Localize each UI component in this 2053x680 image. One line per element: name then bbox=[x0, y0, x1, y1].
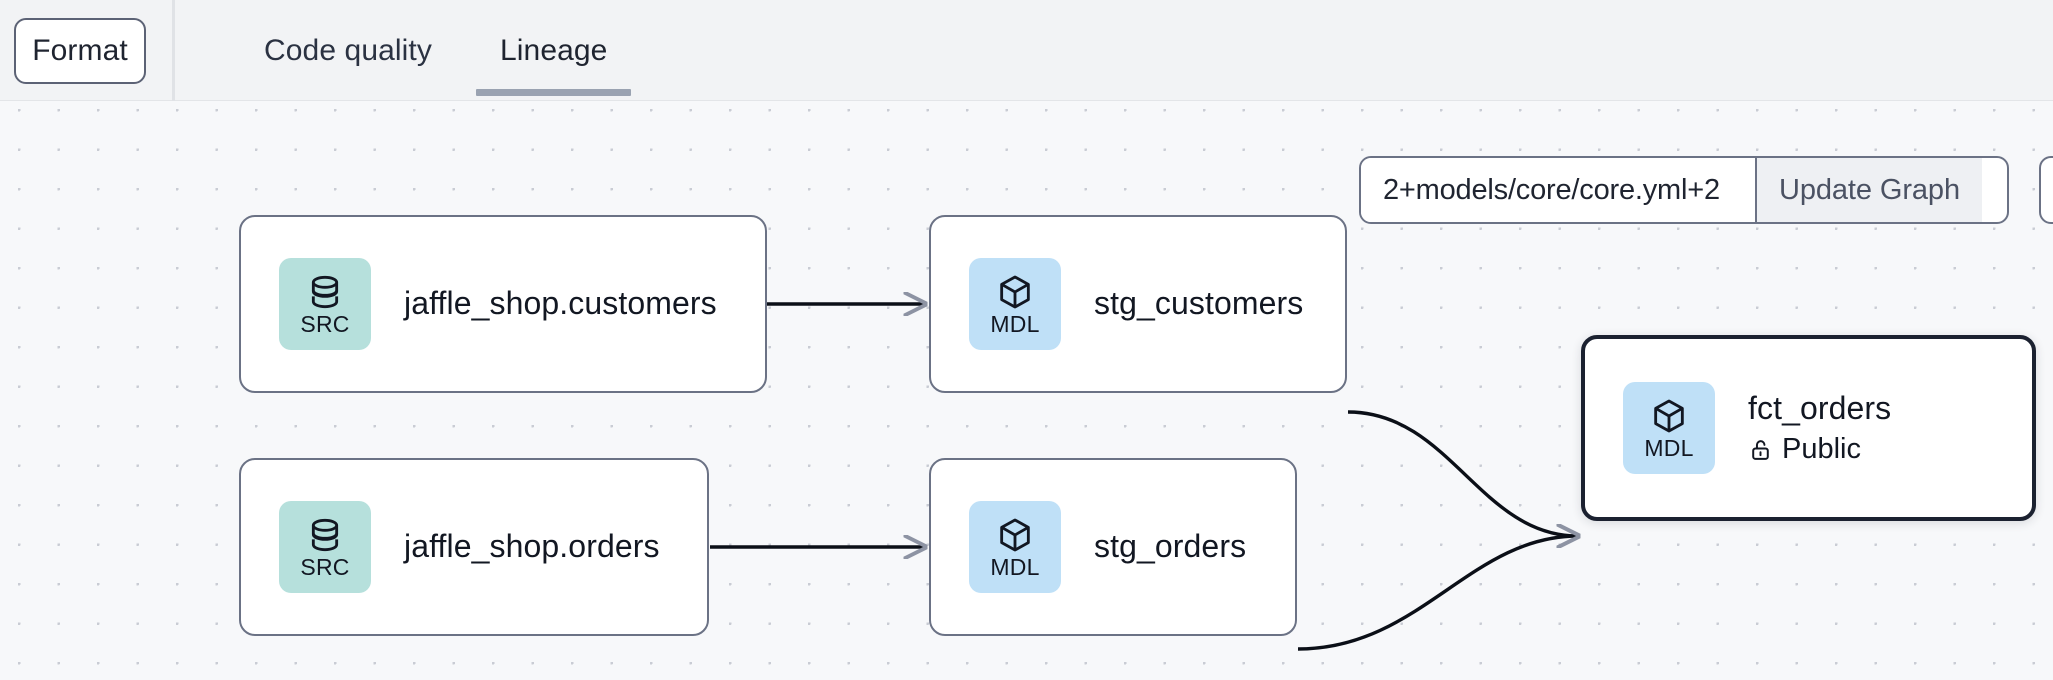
format-button[interactable]: Format bbox=[14, 18, 146, 84]
cube-icon bbox=[1000, 518, 1030, 552]
node-type-badge-mdl: MDL bbox=[1623, 382, 1715, 474]
tab-bar: Code quality Lineage bbox=[230, 0, 641, 101]
update-graph-button-label: Update Graph bbox=[1779, 173, 1960, 206]
tab-code-quality-label: Code quality bbox=[264, 33, 432, 67]
node-type-badge-label: MDL bbox=[1644, 435, 1694, 461]
node-type-badge-src: SRC bbox=[279, 258, 371, 350]
lineage-node-jaffle-shop-orders[interactable]: SRC jaffle_shop.orders bbox=[239, 458, 709, 636]
node-body: fct_orders Public bbox=[1748, 390, 1891, 467]
node-type-badge-mdl: MDL bbox=[969, 258, 1061, 350]
node-title: stg_customers bbox=[1094, 285, 1304, 322]
node-type-badge-label: MDL bbox=[990, 554, 1040, 580]
lineage-node-jaffle-shop-customers[interactable]: SRC jaffle_shop.customers bbox=[239, 215, 767, 393]
node-type-badge-label: SRC bbox=[300, 311, 350, 337]
update-graph-button[interactable]: Update Graph bbox=[1755, 158, 1982, 222]
node-access-meta: Public bbox=[1748, 433, 1891, 466]
node-type-badge-label: MDL bbox=[990, 311, 1040, 337]
database-icon bbox=[311, 275, 339, 309]
tab-lineage-label: Lineage bbox=[499, 33, 608, 67]
lineage-node-stg-customers[interactable]: MDL stg_customers bbox=[929, 215, 1347, 393]
node-body: stg_orders bbox=[1094, 528, 1246, 566]
edge-stg-customers-to-fct-orders bbox=[1347, 410, 1578, 536]
lineage-node-fct-orders[interactable]: MDL fct_orders Public bbox=[1581, 335, 2036, 521]
format-button-label: Format bbox=[32, 34, 128, 67]
node-title: stg_orders bbox=[1094, 528, 1247, 565]
node-body: jaffle_shop.orders bbox=[404, 528, 660, 566]
lineage-node-stg-orders[interactable]: MDL stg_orders bbox=[929, 458, 1297, 636]
unlock-icon bbox=[1752, 440, 1769, 461]
node-type-badge-label: SRC bbox=[300, 554, 350, 580]
node-access-label: Public bbox=[1782, 433, 1861, 466]
node-body: jaffle_shop.customers bbox=[404, 285, 717, 323]
node-title: jaffle_shop.customers bbox=[404, 285, 717, 322]
graph-selector-control: Update Graph bbox=[1359, 156, 2009, 224]
node-type-badge-mdl: MDL bbox=[969, 501, 1061, 593]
toolbar-divider bbox=[172, 0, 175, 101]
node-title: fct_orders bbox=[1748, 389, 1892, 426]
node-title: jaffle_shop.orders bbox=[404, 528, 660, 565]
node-type-badge-src: SRC bbox=[279, 501, 371, 593]
tab-code-quality[interactable]: Code quality bbox=[230, 0, 466, 101]
cube-icon bbox=[1654, 399, 1684, 433]
graph-control-overflow[interactable] bbox=[2039, 156, 2053, 224]
lineage-canvas[interactable]: SRC jaffle_shop.customers SRC jaffle_sho… bbox=[0, 101, 2053, 680]
graph-selector-input[interactable] bbox=[1361, 158, 1755, 222]
tab-lineage[interactable]: Lineage bbox=[466, 0, 641, 101]
database-icon bbox=[311, 518, 339, 552]
editor-toolbar: Format Code quality Lineage bbox=[0, 0, 2053, 101]
edge-stg-orders-to-fct-orders bbox=[1297, 536, 1578, 651]
node-body: stg_customers bbox=[1094, 285, 1303, 323]
cube-icon bbox=[1000, 275, 1030, 309]
tab-active-indicator bbox=[475, 89, 632, 96]
